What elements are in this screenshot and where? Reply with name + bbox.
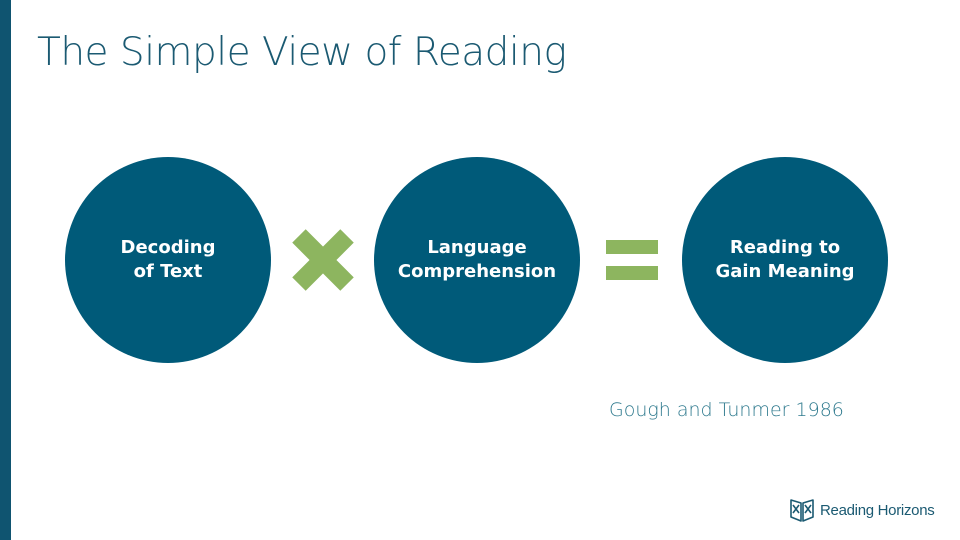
decoding-line-2: of Text bbox=[133, 261, 203, 282]
logo: Reading Horizons bbox=[789, 497, 935, 523]
reading-line-2: Gain Meaning bbox=[715, 261, 855, 282]
decoding-circle: Decoding of Text bbox=[65, 157, 271, 363]
decoding-line-1: Decoding bbox=[120, 237, 216, 258]
reading-line-1: Reading to bbox=[729, 237, 841, 258]
reading-horizons-logo-icon bbox=[790, 499, 814, 522]
language-line-2: Comprehension bbox=[397, 261, 557, 282]
reading-meaning-circle: Reading to Gain Meaning bbox=[682, 157, 888, 363]
logo-text: Reading Horizons bbox=[820, 501, 935, 519]
left-accent-bar bbox=[0, 0, 11, 540]
language-comprehension-circle: Language Comprehension bbox=[374, 157, 580, 363]
slide-title: The Simple View of Reading bbox=[37, 30, 567, 75]
equals-icon bbox=[606, 240, 658, 280]
citation: Gough and Tunmer 1986 bbox=[609, 399, 844, 421]
multiply-icon bbox=[292, 229, 354, 291]
language-line-1: Language bbox=[427, 237, 527, 258]
